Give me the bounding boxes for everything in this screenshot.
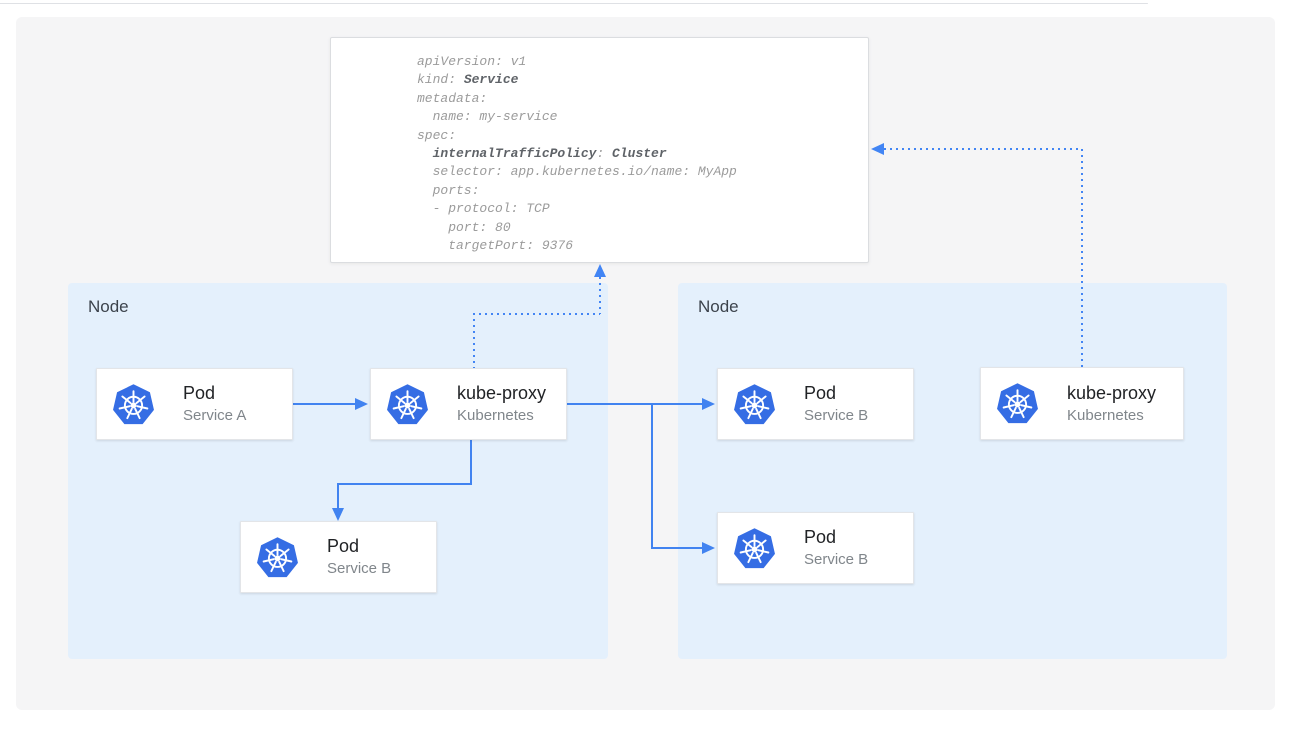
edge-kube-proxy-down	[470, 440, 472, 485]
code-line: name: my-service	[417, 109, 558, 125]
code-line: ports:	[417, 182, 480, 198]
service-yaml-box: apiVersion: v1 kind: Service metadata: n…	[330, 37, 869, 263]
kubernetes-icon	[733, 527, 776, 570]
kubernetes-icon	[256, 536, 299, 579]
code-line: - protocol: TCP	[417, 201, 550, 217]
edge-kube-proxy-left-run	[337, 483, 472, 485]
code-line: metadata:	[417, 90, 488, 106]
card-title: kube-proxy	[457, 383, 547, 403]
card-subtitle: Kubernetes	[457, 407, 534, 424]
edge-branch-to-pod-b-right-bottom	[651, 547, 703, 549]
code-line: spec:	[417, 127, 457, 143]
card-title: Pod	[327, 536, 360, 556]
arrowhead-into-pod-b-right-top	[702, 398, 715, 410]
dotted-edge-right-horizontal	[884, 148, 1081, 150]
card-title: Pod	[804, 383, 837, 403]
card-pod-service-b-right-bottom: Pod Service B	[717, 512, 914, 584]
dotted-edge-kube-proxy-left-up	[473, 313, 475, 368]
node-box-left: Node	[68, 283, 608, 659]
arrowhead-into-pod-b-right-bottom	[702, 542, 715, 554]
dotted-edge-kube-proxy-right-up	[1081, 149, 1083, 367]
dotted-edge-left-horizontal	[473, 313, 600, 315]
card-subtitle: Kubernetes	[1067, 406, 1144, 424]
node-box-right: Node	[678, 283, 1227, 659]
card-title: Pod	[804, 527, 837, 547]
node-label: Node	[698, 297, 739, 316]
card-subtitle: Service B	[804, 551, 869, 568]
card-title: Pod	[183, 383, 216, 403]
card-pod-service-a: Pod Service A	[96, 368, 293, 440]
edge-pod-a-to-kube-proxy	[293, 403, 356, 405]
code-line: targetPort: 9376	[417, 238, 574, 254]
dotted-edge-up-to-yaml	[599, 277, 601, 314]
card-title: kube-proxy	[1067, 382, 1157, 403]
card-subtitle: Service B	[327, 560, 392, 577]
code-line: kind: Service	[417, 72, 519, 88]
card-kube-proxy-right: kube-proxy Kubernetes	[980, 367, 1184, 440]
card-subtitle: Service B	[804, 407, 869, 424]
kubernetes-icon	[386, 383, 429, 426]
arrowhead-into-kube-proxy-left	[355, 398, 368, 410]
kubernetes-icon	[112, 383, 155, 426]
code-line: selector: app.kubernetes.io/name: MyApp	[417, 164, 737, 180]
node-label: Node	[88, 297, 129, 316]
kubernetes-icon	[996, 382, 1039, 425]
code-line: port: 80	[417, 219, 511, 235]
card-kube-proxy-left: kube-proxy Kubernetes	[370, 368, 567, 440]
edge-down-to-pod-b-left	[337, 483, 339, 510]
arrowhead-into-yaml-right	[871, 143, 884, 155]
edge-kube-proxy-to-pod-b-right-top	[567, 403, 703, 405]
arrowhead-into-yaml-bottom	[594, 264, 606, 277]
kubernetes-icon	[733, 383, 776, 426]
edge-branch-down-right-node	[651, 403, 653, 549]
code-line: apiVersion: v1	[417, 54, 527, 69]
card-pod-service-b-right-top: Pod Service B	[717, 368, 914, 440]
arrowhead-into-pod-b-left	[332, 508, 344, 521]
code-line: internalTrafficPolicy: Cluster	[432, 146, 667, 162]
top-divider-line	[0, 3, 1148, 4]
card-pod-service-b-left: Pod Service B	[240, 521, 437, 593]
card-subtitle: Service A	[183, 407, 247, 424]
